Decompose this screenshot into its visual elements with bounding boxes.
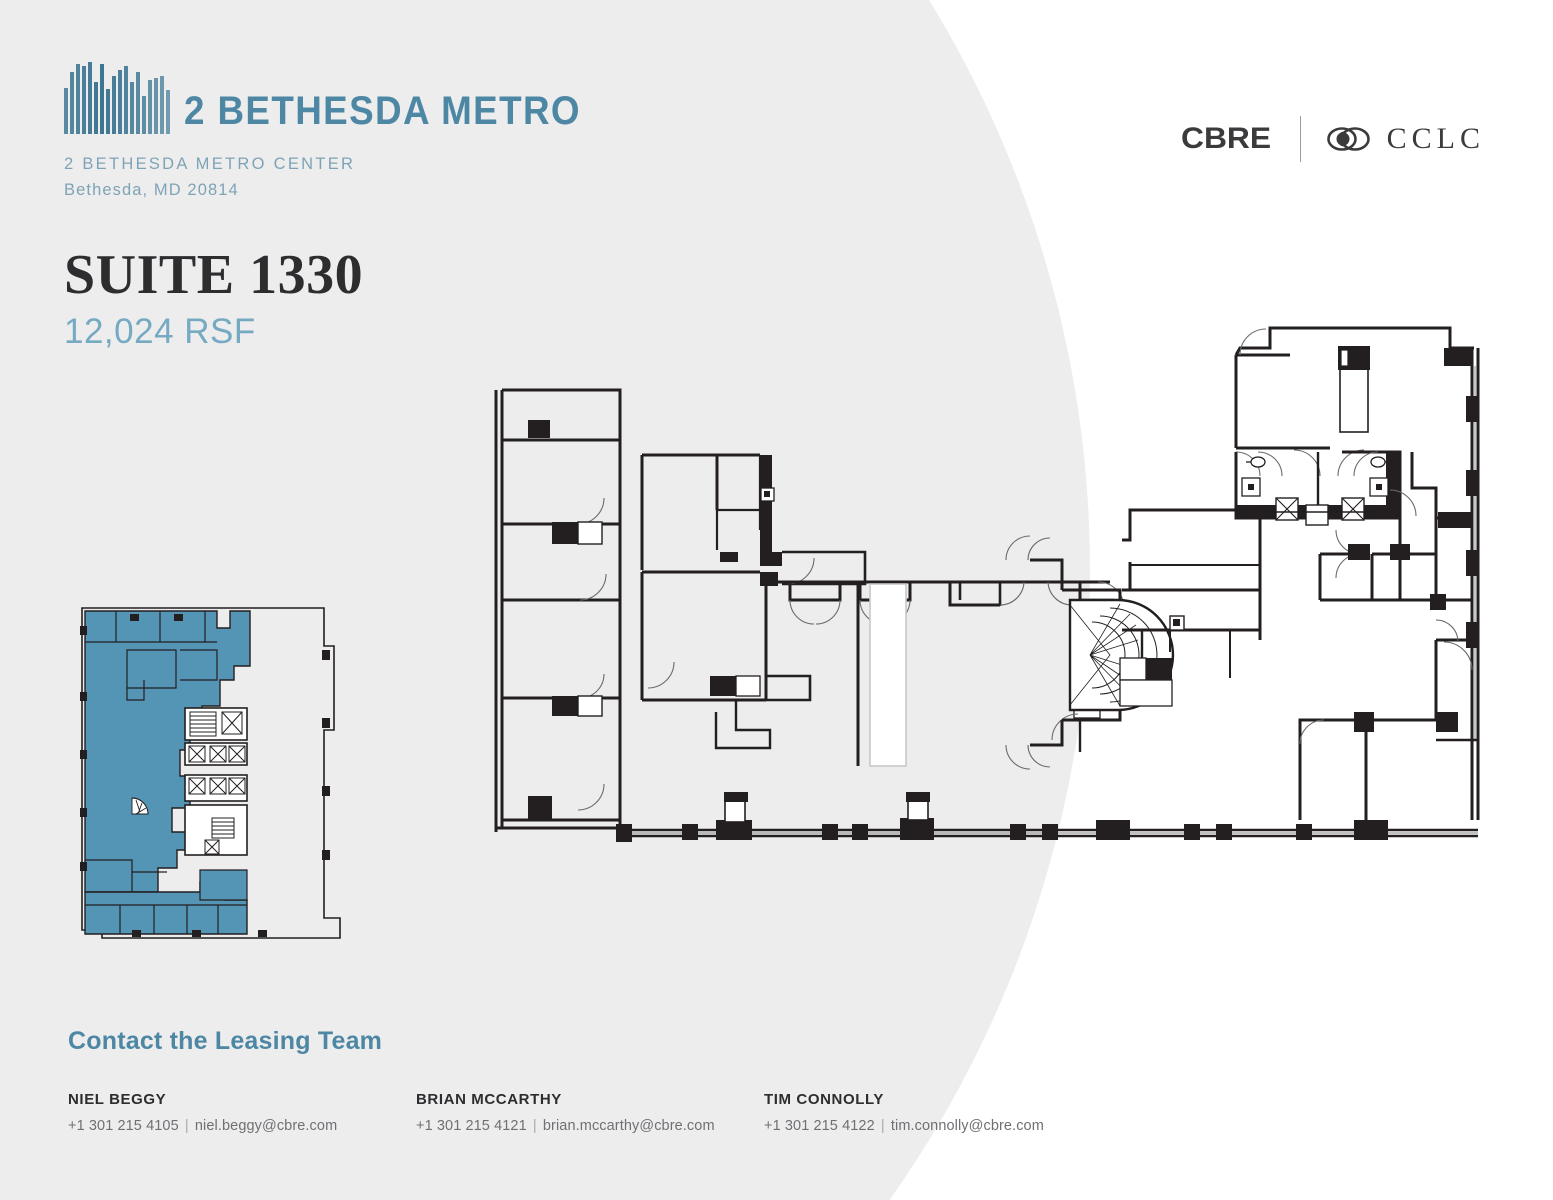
brand-header: 2 BETHESDA METRO 2 BETHESDA METRO CENTER… — [64, 62, 615, 203]
logo-bar — [136, 72, 140, 134]
east-wing — [1318, 348, 1480, 820]
west-central-detail — [715, 455, 762, 550]
floor-key-plan[interactable] — [72, 600, 347, 948]
interlocking-rings-icon — [1326, 127, 1370, 151]
logo-bar — [130, 82, 134, 134]
contact-phone[interactable]: +1 301 215 4105 — [68, 1117, 179, 1134]
contact-card: NIEL BEGGY +1 301 215 4105 | niel.beggy@c… — [68, 1090, 416, 1136]
elevator-cabs — [1305, 504, 1329, 526]
contact-separator: | — [528, 1117, 541, 1134]
west-wing — [494, 388, 622, 832]
contact-name: NIEL BEGGY — [68, 1091, 167, 1108]
address-line-1: 2 BETHESDA METRO CENTER — [64, 155, 356, 173]
property-address: 2 BETHESDA METRO CENTER Bethesda, MD 208… — [64, 152, 615, 203]
floor-plan-svg — [494, 326, 1480, 842]
cbre-logo: CBRE — [1180, 122, 1271, 155]
door-swings-west — [577, 497, 607, 811]
contact-name: TIM CONNOLLY — [764, 1091, 884, 1108]
logo-bar — [70, 72, 74, 134]
logo-bar — [124, 66, 128, 134]
logo-bar — [76, 64, 80, 134]
south-exterior-wall — [496, 826, 1478, 838]
room-296-extension — [766, 674, 812, 702]
contact-name: BRIAN MCCARTHY — [416, 1091, 562, 1108]
key-plan-svg — [80, 607, 341, 939]
logo-divider — [1299, 116, 1301, 162]
centre-right-spine — [1122, 508, 1350, 640]
contact-email[interactable]: niel.beggy@cbre.com — [194, 1117, 338, 1134]
column-blocks-west — [528, 420, 578, 820]
contact-phone[interactable]: +1 301 215 4122 — [764, 1117, 875, 1134]
logo-bar — [88, 62, 92, 134]
key-plan-suite-highlight-c — [199, 869, 248, 901]
page-title: SUITE 1330 — [64, 244, 364, 306]
suite-area: 12,024 RSF — [64, 311, 256, 351]
address-line-2: Bethesda, MD 20814 — [64, 180, 239, 199]
south-columns — [616, 818, 1388, 842]
contact-details: +1 301 215 4122 | tim.connolly@cbre.com — [764, 1117, 1112, 1137]
cclc-logo: CCLC — [1386, 122, 1485, 155]
logo-bar — [100, 64, 104, 134]
logo-bar — [106, 89, 110, 134]
logo-bar — [166, 90, 170, 134]
suite-summary: SUITE 1330 12,024 RSF — [64, 246, 363, 351]
west-central-rooms — [640, 453, 768, 702]
logo-bar — [64, 88, 68, 134]
contact-list: NIEL BEGGY +1 301 215 4105 | niel.beggy@c… — [68, 1090, 1168, 1136]
logo-bar — [94, 82, 98, 134]
contact-card: TIM CONNOLLY +1 301 215 4122 | tim.connol… — [764, 1090, 1112, 1136]
brand-wordmark: 2 BETHESDA METRO — [184, 89, 581, 133]
contact-email[interactable]: brian.mccarthy@cbre.com — [542, 1117, 715, 1134]
contact-separator: | — [876, 1117, 889, 1134]
contact-phone[interactable]: +1 301 215 4121 — [416, 1117, 527, 1134]
logo-bar — [154, 78, 158, 134]
suite-1330-floor-plan[interactable] — [470, 300, 1510, 860]
logo-bar — [160, 76, 164, 134]
logo-bar — [82, 66, 86, 134]
logo-bar — [142, 96, 146, 134]
contact-heading: Contact the Leasing Team — [68, 1027, 383, 1055]
contact-email[interactable]: tim.connolly@cbre.com — [890, 1117, 1044, 1134]
logo-lockup: CBRE CCLC — [1181, 116, 1485, 162]
key-plan-columns — [80, 614, 330, 937]
contact-separator: | — [180, 1117, 193, 1134]
logo-bar — [118, 70, 122, 134]
restroom-fixtures — [1241, 456, 1390, 497]
logo-bar — [148, 80, 152, 134]
contact-card: BRIAN MCCARTHY +1 301 215 4121 | brian.mc… — [416, 1090, 764, 1136]
east-columns — [1348, 348, 1478, 732]
contact-section: Contact the Leasing Team NIEL BEGGY +1 30… — [68, 1026, 1168, 1136]
barcode-bars-icon — [64, 62, 170, 134]
contact-details: +1 301 215 4121 | brian.mccarthy@cbre.co… — [416, 1117, 764, 1137]
key-plan-spiral-stair — [131, 797, 149, 815]
logo-bar — [112, 76, 116, 134]
contact-details: +1 301 215 4105 | niel.beggy@cbre.com — [68, 1117, 416, 1137]
